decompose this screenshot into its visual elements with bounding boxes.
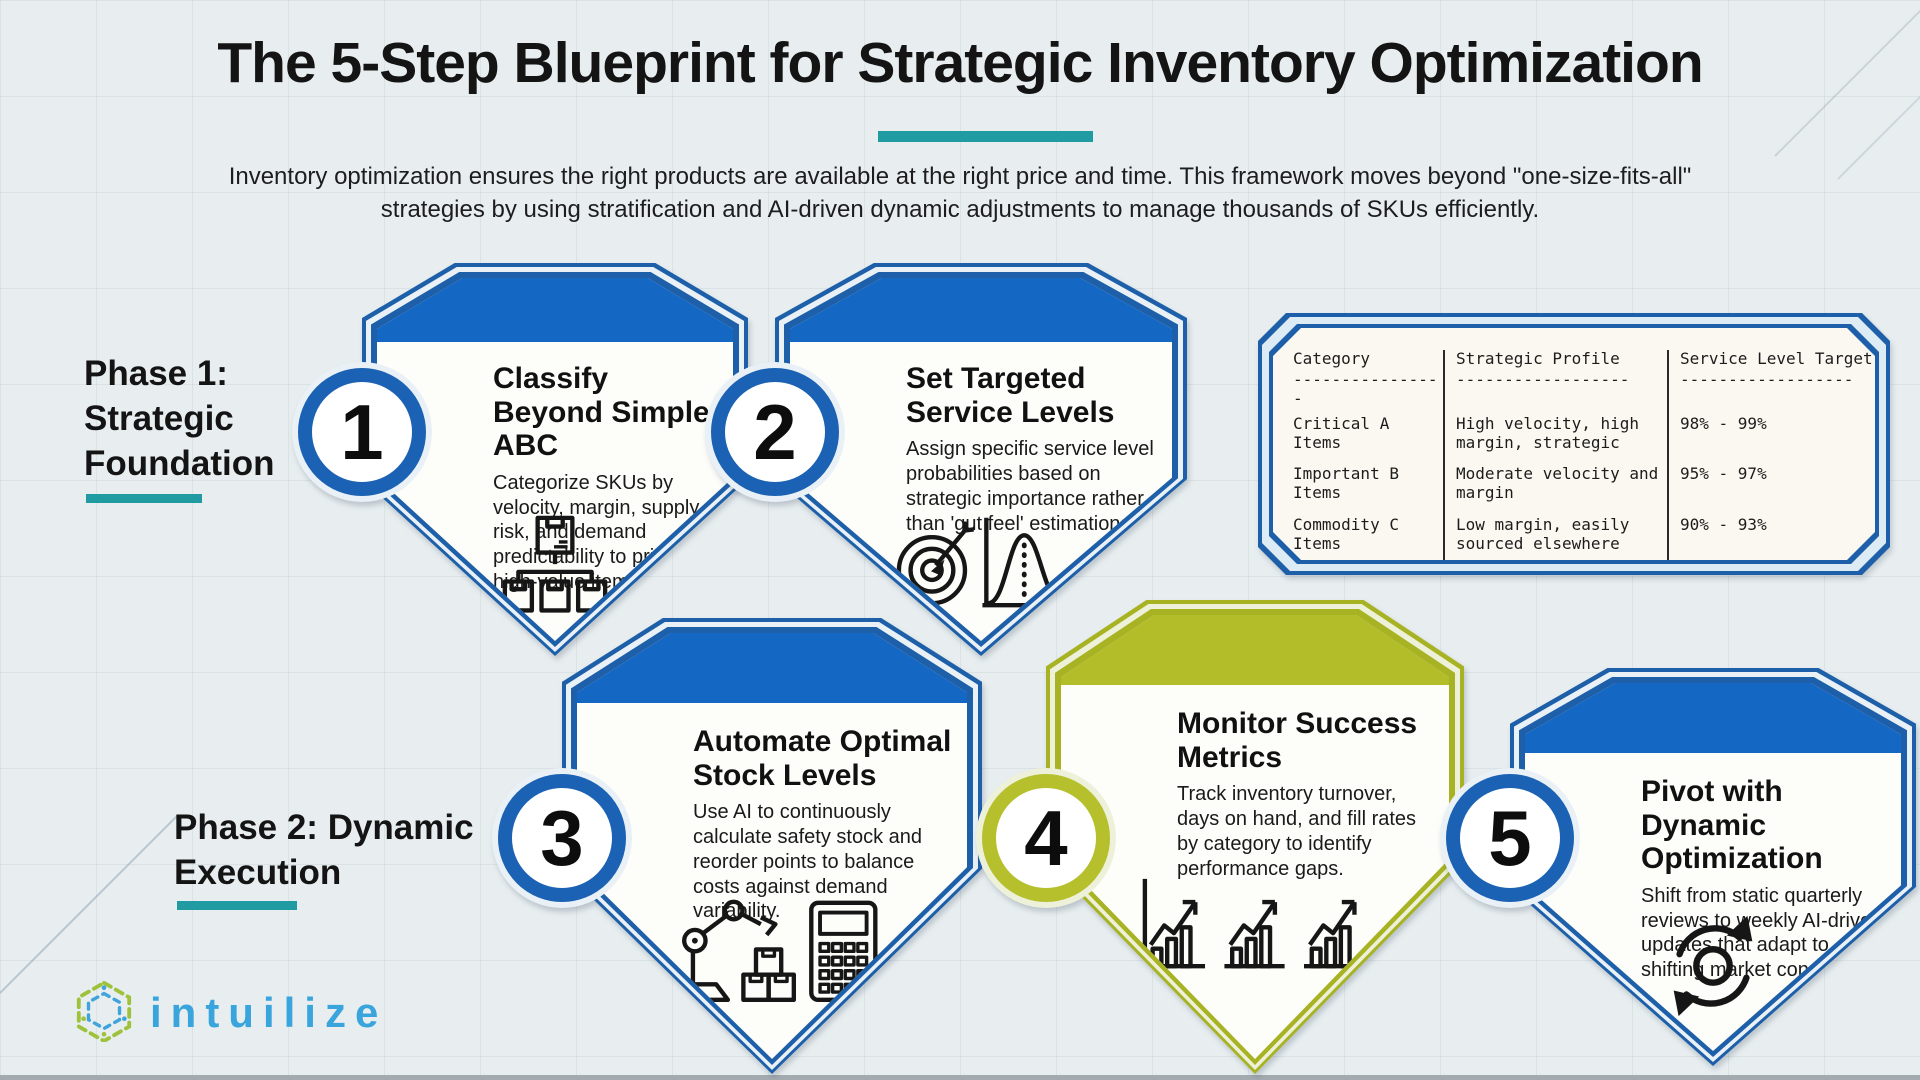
table-cell: Commodity C Items	[1293, 515, 1409, 553]
card-body: Pivot with Dynamic Optimization Shift fr…	[1525, 683, 1901, 1051]
step-title: Classify Beyond Simple ABC	[493, 362, 710, 463]
phase-2-label: Phase 2: Dynamic Execution	[174, 806, 474, 896]
bottom-edge-strip	[0, 1075, 1920, 1080]
package-hierarchy-icon	[377, 514, 733, 622]
robot-arm-calculator-icon	[577, 885, 967, 1007]
step-number-badge: 2	[711, 368, 839, 496]
card-body: Monitor Success Metrics Track inventory …	[1061, 615, 1449, 1059]
step-title: Monitor Success Metrics	[1177, 707, 1418, 774]
step-card-5: Pivot with Dynamic Optimization Shift fr…	[1446, 668, 1916, 1066]
step-description: Track inventory turnover, days on hand, …	[1177, 783, 1417, 880]
table-cell: Moderate velocity and margin	[1443, 465, 1667, 516]
step-title: Automate Optimal Stock Levels	[693, 725, 952, 792]
intuilize-logo: intuilize	[72, 978, 387, 1047]
column-header: Category	[1293, 349, 1371, 368]
phase-2-line: Phase 2: Dynamic	[174, 808, 474, 847]
service-level-table: Category Strategic Profile Service Level…	[1273, 328, 1875, 560]
page-subtitle: Inventory optimization ensures the right…	[228, 163, 1692, 224]
target-distribution-icon	[790, 510, 1172, 612]
step-number-badge: 4	[982, 774, 1110, 902]
page-title: The 5-Step Blueprint for Strategic Inven…	[217, 31, 1703, 95]
step-card-4: Monitor Success Metrics Track inventory …	[982, 600, 1464, 1074]
phase-1-underline	[86, 494, 202, 503]
phase-1-line: Phase 1:	[84, 354, 228, 393]
card-body: Category Strategic Profile Service Level…	[1273, 328, 1875, 560]
hex-dots-logo-icon	[72, 978, 136, 1047]
header-divider: ------------------	[1667, 371, 1873, 415]
step-card-1: Classify Beyond Simple ABC Categorize SK…	[298, 263, 748, 656]
table-cell: High velocity, high margin, strategic	[1443, 415, 1667, 466]
column-header: Service Level Target	[1667, 350, 1873, 371]
card-body: Automate Optimal Stock Levels Use AI to …	[577, 633, 967, 1059]
phase-2-underline	[177, 901, 297, 910]
step-number-badge: 3	[498, 774, 626, 902]
step-number-badge: 5	[1446, 774, 1574, 902]
growth-charts-icon	[1061, 871, 1449, 973]
table-cell: 95% - 97%	[1667, 465, 1873, 516]
phase-2-line: Execution	[174, 852, 342, 892]
header-divider: ----------------	[1293, 369, 1438, 408]
header-divider: ------------------	[1443, 371, 1667, 415]
step-title: Pivot with Dynamic Optimization	[1641, 775, 1823, 876]
table-cell: 90% - 93%	[1667, 516, 1873, 560]
decorative-diagonal-line	[0, 815, 178, 994]
phase-1-line: Foundation	[84, 443, 275, 483]
card-body: Set Targeted Service Levels Assign speci…	[790, 278, 1172, 641]
table-cell: Critical A Items	[1293, 413, 1399, 452]
table-cell: Low margin, easily sourced elsewhere	[1443, 516, 1667, 560]
step-title: Set Targeted Service Levels	[906, 362, 1115, 429]
title-underline	[878, 131, 1093, 142]
card-body: Classify Beyond Simple ABC Categorize SK…	[377, 278, 733, 641]
table-cell: Important B Items	[1293, 464, 1409, 503]
step-description: Assign specific service level probabilit…	[906, 438, 1154, 535]
phase-1-label: Phase 1: Strategic Foundation	[84, 352, 275, 486]
step-card-2: Set Targeted Service Levels Assign speci…	[711, 263, 1187, 656]
refresh-cycle-icon	[1525, 905, 1901, 1023]
step-description: Use AI to continuously calculate safety …	[693, 801, 923, 923]
logo-wordmark: intuilize	[150, 988, 388, 1036]
service-level-table-card: Category Strategic Profile Service Level…	[1258, 313, 1890, 575]
step-number-badge: 1	[298, 368, 426, 496]
step-card-3: Automate Optimal Stock Levels Use AI to …	[498, 618, 982, 1074]
column-header: Strategic Profile	[1443, 350, 1667, 371]
table-cell: 98% - 99%	[1667, 415, 1873, 466]
phase-1-line: Strategic	[84, 398, 234, 438]
